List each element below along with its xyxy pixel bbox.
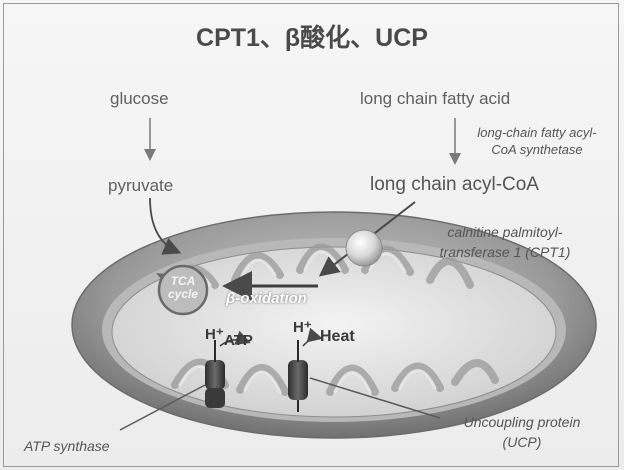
fatty-acid-label: long chain fatty acid [360,89,510,109]
acyl-coa-synthetase-label: long-chain fatty acyl- CoA synthetase [462,124,612,158]
heat-label: Heat [320,328,355,346]
pyruvate-label: pyruvate [108,176,173,196]
beta-oxidation-label: β-oxidation [226,290,307,307]
cpt1-line-2: transferase 1 (CPT1) [405,242,605,262]
tca-cycle-label: TCA cycle [168,275,198,301]
atp-synthase-label: ATP synthase [24,438,110,454]
ucp-label: Uncoupling protein (UCP) [432,412,612,452]
cpt1-line-1: calnitine palmitoyl- [405,222,605,242]
cpt1-sphere [346,230,382,266]
atp-label: ATP [224,332,253,349]
cpt1-label: calnitine palmitoyl- transferase 1 (CPT1… [405,222,605,262]
ucp-line-1: Uncoupling protein [432,412,612,432]
ucp-line-2: (UCP) [432,432,612,452]
proton-right-label: H⁺ [293,318,312,336]
enzyme-line-1: long-chain fatty acyl- [462,124,612,141]
acyl-coa-label: long chain acyl-CoA [370,174,539,196]
glucose-label: glucose [110,89,169,109]
tca-line-2: cycle [168,288,198,301]
proton-left-label: H⁺ [205,325,224,343]
enzyme-line-2: CoA synthetase [462,141,612,158]
